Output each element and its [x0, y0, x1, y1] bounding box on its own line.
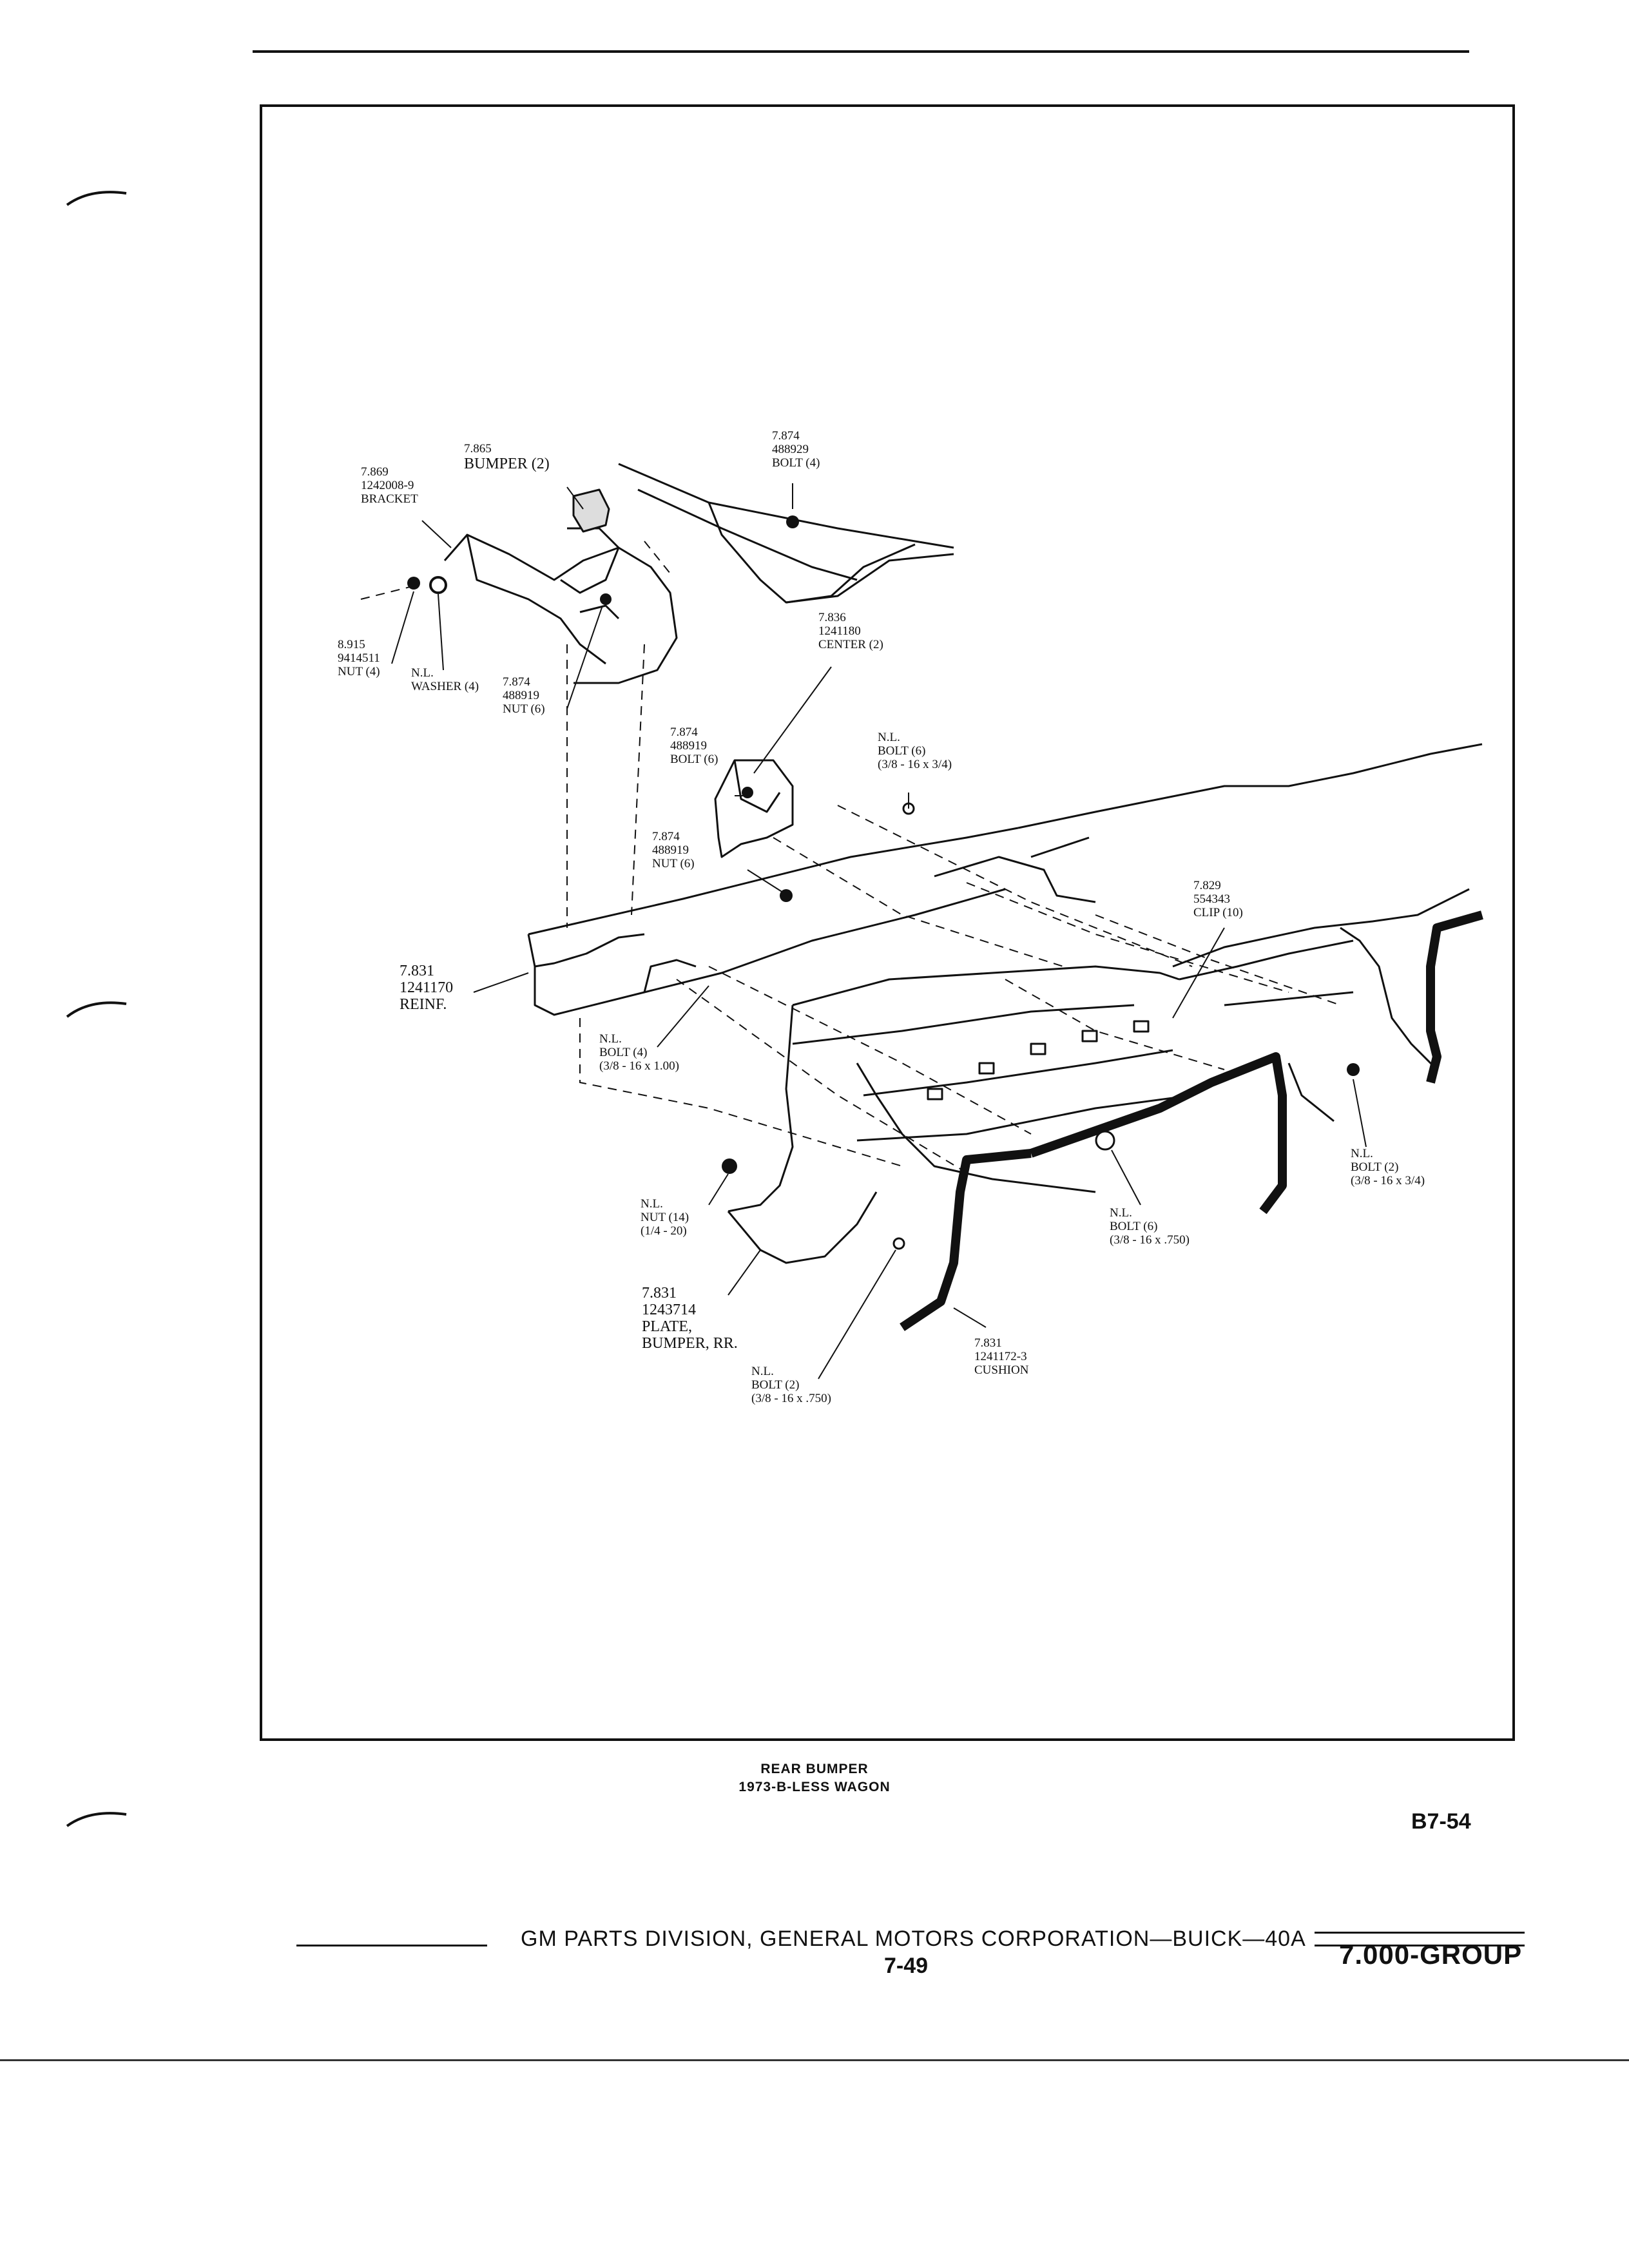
- callout-nl-bolt-4: N.L. BOLT (4) (3/8 - 16 x 1.00): [599, 1032, 680, 1073]
- footer-text: GM PARTS DIVISION, GENERAL MOTORS CORPOR…: [521, 1927, 1306, 1951]
- caption-title: REAR BUMPER: [760, 1762, 869, 1776]
- callout-reinf: 7.831 1241170 REINF.: [400, 963, 454, 1013]
- top-rule: [253, 50, 1469, 53]
- callout-cushion: 7.831 1241172-3 CUSHION: [974, 1336, 1029, 1377]
- callout-nl-bolt-2-lower: N.L. BOLT (2) (3/8 - 16 x .750): [751, 1365, 832, 1405]
- callout-bumper: 7.865 BUMPER (2): [464, 442, 550, 472]
- callout-nl-bolt-6-upper: N.L. BOLT (6) (3/8 - 16 x 3/4): [878, 731, 952, 771]
- page-reference: B7-54: [1411, 1809, 1471, 1834]
- bottom-rule: [0, 2059, 1629, 2061]
- footer-rule-right: [1315, 1945, 1525, 1946]
- callout-clip: 7.829 554343 CLIP (10): [1193, 879, 1243, 919]
- callout-nl-bolt-2-right: N.L. BOLT (2) (3/8 - 16 x 3/4): [1351, 1147, 1425, 1187]
- caption-subtitle: 1973-B-LESS WAGON: [738, 1780, 891, 1794]
- callout-plate-bumper: 7.831 1243714 PLATE, BUMPER, RR.: [642, 1285, 738, 1352]
- footer-page-number: 7-49: [884, 1954, 929, 1978]
- callout-washer: N.L. WASHER (4): [411, 666, 479, 693]
- callout-bracket: 7.869 1242008-9 BRACKET: [361, 465, 418, 506]
- diagram-frame: [260, 104, 1515, 1741]
- callout-nut-bracket: 7.874 488919 NUT (6): [503, 675, 545, 716]
- footer-rule-left: [296, 1945, 487, 1946]
- callout-nut-8915: 8.915 9414511 NUT (4): [338, 638, 380, 678]
- callout-nl-nut-14: N.L. NUT (14) (1/4 - 20): [641, 1197, 689, 1238]
- callout-bolt-center: 7.874 488919 BOLT (6): [670, 726, 718, 766]
- callout-bolt-frame: 7.874 488929 BOLT (4): [772, 429, 820, 470]
- callout-nut-reinf: 7.874 488919 NUT (6): [652, 830, 695, 870]
- footer-group: 7.000-GROUP: [1339, 1939, 1523, 1970]
- footer-rule-right-top: [1315, 1932, 1525, 1934]
- callout-nl-bolt-6-lower: N.L. BOLT (6) (3/8 - 16 x .750): [1110, 1206, 1190, 1247]
- callout-center: 7.836 1241180 CENTER (2): [818, 611, 883, 651]
